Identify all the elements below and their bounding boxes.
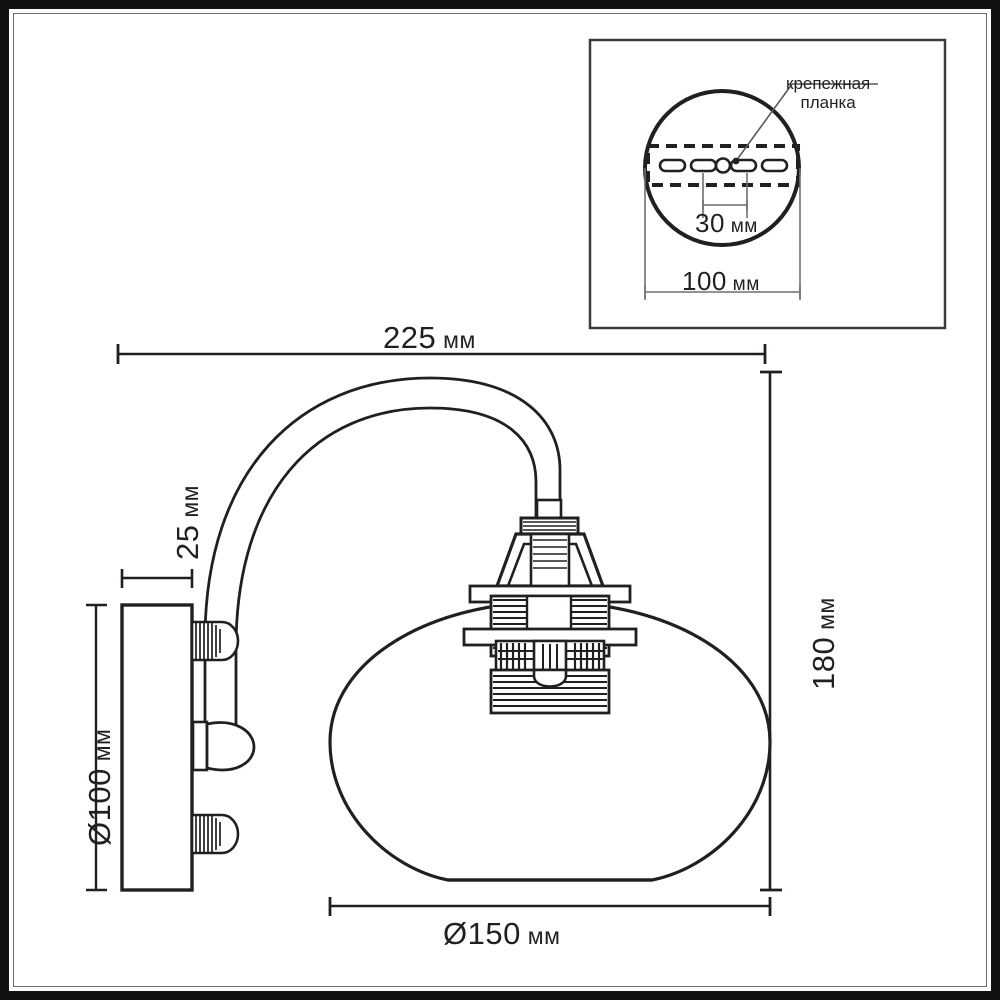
dim-225mm-line <box>116 344 767 364</box>
dim-150-number: 150 <box>467 916 521 951</box>
dim-25-unit: мм <box>177 485 203 518</box>
dim-label-225mm: 225 мм <box>383 320 476 356</box>
glass-shade <box>328 600 772 882</box>
dim-150-prefix: Ø <box>443 916 468 951</box>
dim-150-unit: мм <box>527 923 561 949</box>
dim-label-100mm: Ø100 мм <box>82 729 118 846</box>
dim-30-unit: мм <box>730 216 758 237</box>
dim-25-number: 25 <box>170 524 205 560</box>
screw-cap-upper <box>190 620 240 662</box>
callout-line-1: крепежная <box>786 74 871 93</box>
dim-label-30mm-inset: 30 мм <box>695 208 758 239</box>
callout-mounting-plate: крепежная планка <box>786 74 870 112</box>
lamp-socket-assembly <box>462 498 638 715</box>
dim-30-number: 30 <box>695 208 725 238</box>
dim-225-unit: мм <box>443 327 476 353</box>
dim-150mm-line <box>328 897 772 916</box>
dim-label-180mm: 180 мм <box>806 597 842 690</box>
dim-25mm-line <box>120 569 194 588</box>
bracket-center-hole <box>714 157 732 174</box>
inset-detail-box <box>588 38 947 330</box>
dim-180mm-line <box>760 370 782 892</box>
dim-180-unit: мм <box>813 597 839 630</box>
callout-leader <box>732 83 878 165</box>
dim-label-25mm: 25 мм <box>170 485 206 560</box>
mounting-bracket-dashed <box>646 144 800 187</box>
dim-100mm-inset <box>644 168 801 300</box>
wall-backplate <box>120 603 194 892</box>
screw-cap-lower <box>190 813 240 855</box>
dim-100-inset-unit: мм <box>732 274 760 295</box>
ball-joint <box>191 720 256 772</box>
socket-ribs-lower <box>493 675 607 707</box>
dim-30mm <box>702 173 748 218</box>
dim-label-150mm: Ø150 мм <box>443 916 560 952</box>
dim-100-inset-number: 100 <box>682 266 727 296</box>
dim-label-100mm-inset: 100 мм <box>682 266 760 297</box>
dim-100mm-line <box>86 603 107 892</box>
callout-line-2: планка <box>800 93 856 112</box>
dim-225-number: 225 <box>383 320 437 355</box>
sheet-inner-border <box>13 13 987 987</box>
dim-100-number: 100 <box>82 768 117 822</box>
dim-100-prefix: Ø <box>82 821 117 846</box>
dim-100-unit: мм <box>89 728 115 762</box>
dim-180-number: 180 <box>806 636 841 690</box>
